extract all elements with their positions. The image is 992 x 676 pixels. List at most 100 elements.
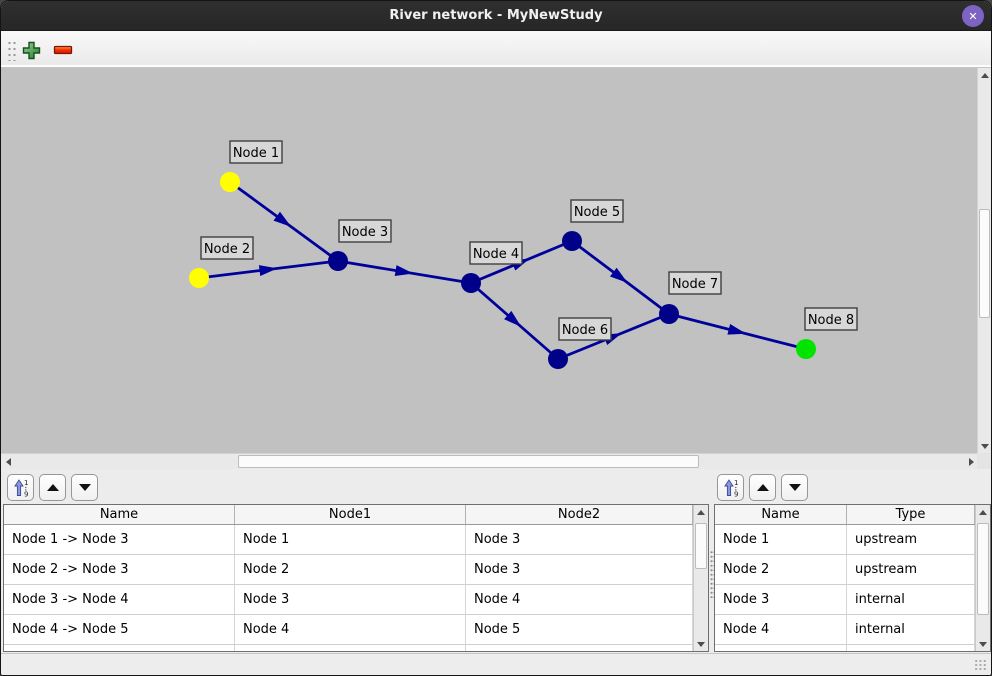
scroll-up-button[interactable] bbox=[694, 505, 708, 519]
network-diagram: Node 1 Node 2 Node 3 Node 4 Node 5 Node 6 Node… bbox=[189, 140, 858, 369]
column-header[interactable]: Node1 bbox=[235, 505, 466, 524]
resize-grip-icon[interactable] bbox=[974, 659, 987, 671]
arrow-up-icon bbox=[697, 509, 705, 515]
edge-arrow-icon bbox=[273, 211, 292, 227]
nodes-move-up-button[interactable] bbox=[749, 474, 776, 501]
edge-arrow-icon bbox=[610, 267, 628, 283]
network-node[interactable] bbox=[461, 273, 481, 293]
scroll-left-button[interactable] bbox=[1, 455, 15, 469]
node-label[interactable]: Node 2 bbox=[200, 236, 254, 260]
table-cell: internal bbox=[847, 615, 975, 644]
node-label[interactable]: Node 3 bbox=[338, 219, 392, 243]
network-node[interactable] bbox=[796, 339, 816, 359]
vscroll-thumb[interactable] bbox=[977, 523, 989, 615]
canvas-vscrollbar[interactable] bbox=[977, 68, 991, 453]
nodes-move-down-button[interactable] bbox=[781, 474, 808, 501]
table-cell bbox=[235, 645, 466, 651]
title-bar[interactable]: River network - MyNewStudy ✕ bbox=[1, 1, 991, 31]
node-label[interactable]: Node 8 bbox=[804, 307, 858, 331]
node-label[interactable]: Node 5 bbox=[570, 199, 624, 223]
network-node[interactable] bbox=[328, 251, 348, 271]
table-filler-row bbox=[715, 645, 975, 651]
arrow-up-icon bbox=[981, 72, 989, 78]
green-plus-icon bbox=[22, 41, 40, 59]
table-cell bbox=[847, 645, 975, 651]
node-label[interactable]: Node 1 bbox=[229, 140, 283, 164]
table-cell: Node 1 bbox=[235, 525, 466, 554]
node-label-text: Node 2 bbox=[204, 242, 250, 257]
table-cell: Node 1 bbox=[715, 525, 847, 554]
branches-table-vscrollbar[interactable] bbox=[693, 505, 708, 651]
node-label-box bbox=[570, 199, 624, 223]
arrow-left-icon bbox=[5, 458, 11, 466]
edge-arrow-icon bbox=[727, 323, 747, 335]
svg-text:1: 1 bbox=[24, 479, 28, 487]
table-cell: Node 3 bbox=[715, 585, 847, 614]
network-canvas[interactable]: Node 1 Node 2 Node 3 Node 4 Node 5 Node 6 Node… bbox=[1, 68, 979, 453]
vscroll-thumb[interactable] bbox=[695, 523, 707, 569]
table-cell: Node 2 bbox=[235, 555, 466, 584]
main-toolbar bbox=[1, 31, 991, 68]
column-header[interactable]: Name bbox=[715, 505, 847, 524]
hscroll-thumb[interactable] bbox=[238, 455, 699, 468]
window-title: River network - MyNewStudy bbox=[389, 8, 603, 23]
remove-node-button[interactable] bbox=[49, 36, 77, 64]
table-cell: Node 4 -> Node 5 bbox=[4, 615, 235, 644]
network-node[interactable] bbox=[548, 349, 568, 369]
table-cell: upstream bbox=[847, 525, 975, 554]
network-node[interactable] bbox=[659, 304, 679, 324]
column-header[interactable]: Name bbox=[4, 505, 235, 524]
branches-move-down-button[interactable] bbox=[71, 474, 98, 501]
table-cell: Node 4 bbox=[715, 615, 847, 644]
network-node[interactable] bbox=[189, 268, 209, 288]
table-cell: Node 2 -> Node 3 bbox=[4, 555, 235, 584]
branches-sort-button[interactable]: 1 9 bbox=[7, 474, 34, 501]
scroll-right-button[interactable] bbox=[964, 455, 978, 469]
node-label[interactable]: Node 6 bbox=[558, 317, 612, 341]
node-label-text: Node 5 bbox=[574, 205, 620, 220]
move-up-icon bbox=[756, 484, 769, 491]
canvas-hscrollbar[interactable] bbox=[1, 453, 979, 469]
toolbar-grip-icon[interactable] bbox=[7, 40, 16, 61]
svg-text:1: 1 bbox=[734, 479, 738, 487]
arrow-right-icon bbox=[968, 458, 974, 466]
scroll-down-button[interactable] bbox=[976, 637, 990, 651]
network-node[interactable] bbox=[562, 231, 582, 251]
panel-splitter[interactable] bbox=[709, 472, 714, 654]
status-bar bbox=[1, 653, 991, 675]
column-header[interactable]: Node2 bbox=[466, 505, 693, 524]
close-button[interactable]: ✕ bbox=[962, 5, 984, 27]
table-cell: upstream bbox=[847, 555, 975, 584]
scroll-down-button[interactable] bbox=[978, 439, 991, 453]
edge-arrow-icon bbox=[504, 310, 522, 327]
table-cell: Node 2 bbox=[715, 555, 847, 584]
nodes-sort-button[interactable]: 1 9 bbox=[717, 474, 744, 501]
svg-text:9: 9 bbox=[734, 491, 738, 498]
node-label[interactable]: Node 7 bbox=[668, 271, 722, 295]
vscroll-thumb[interactable] bbox=[979, 209, 990, 318]
add-node-button[interactable] bbox=[17, 36, 45, 64]
scroll-up-button[interactable] bbox=[976, 505, 990, 519]
column-header[interactable]: Type bbox=[847, 505, 975, 524]
branches-move-up-button[interactable] bbox=[39, 474, 66, 501]
arrow-down-icon bbox=[697, 641, 705, 647]
network-node[interactable] bbox=[220, 172, 240, 192]
scroll-up-button[interactable] bbox=[978, 68, 991, 82]
node-label[interactable]: Node 4 bbox=[469, 241, 523, 265]
scroll-down-button[interactable] bbox=[694, 637, 708, 651]
table-cell: Node 3 bbox=[235, 585, 466, 614]
nodes-table-vscrollbar[interactable] bbox=[975, 505, 990, 651]
